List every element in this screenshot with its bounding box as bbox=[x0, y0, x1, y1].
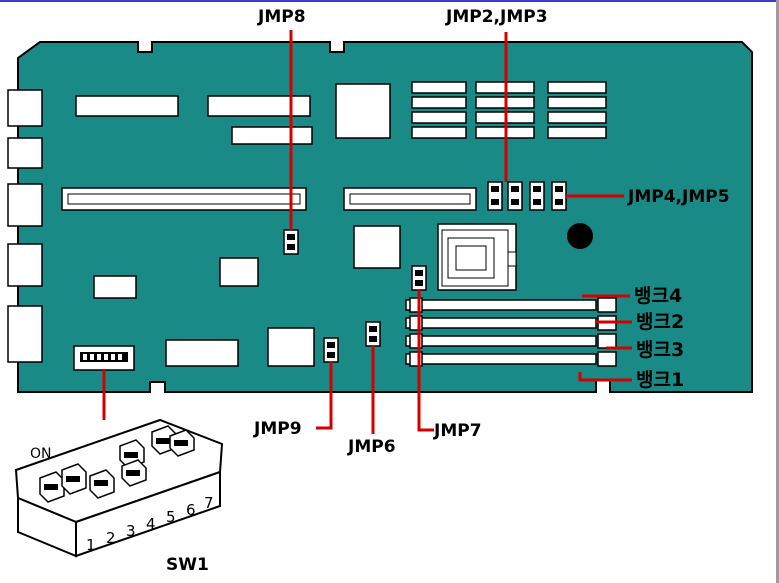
jumper-jmp9 bbox=[323, 337, 339, 363]
memory-bank-2 bbox=[405, 317, 597, 329]
switch-number-4: 4 bbox=[146, 515, 156, 533]
label-jmp2-jmp3: JMP2,JMP3 bbox=[445, 7, 548, 27]
dip-switch-sw1-detail: 1 2 3 4 5 6 7 bbox=[14, 418, 224, 558]
jumper-jmp8 bbox=[283, 229, 299, 255]
label-jmp8: JMP8 bbox=[257, 7, 306, 27]
jumper-jmp5 bbox=[551, 181, 567, 211]
callout-line-jmp7 bbox=[417, 290, 434, 432]
label-bank4: 뱅크4 bbox=[634, 285, 682, 307]
label-jmp9: JMP9 bbox=[253, 419, 302, 439]
label-bank1: 뱅크1 bbox=[636, 369, 684, 391]
jumper-jmp7 bbox=[411, 265, 427, 291]
switch-number-7: 7 bbox=[204, 494, 214, 512]
window-top-border bbox=[0, 0, 779, 2]
memory-bank-3 bbox=[405, 335, 597, 347]
switch-number-2: 2 bbox=[106, 529, 116, 547]
label-jmp4-jmp5: JMP4,JMP5 bbox=[627, 187, 730, 207]
cmos-battery bbox=[567, 223, 593, 249]
label-jmp6: JMP6 bbox=[347, 437, 396, 457]
jumper-jmp6 bbox=[365, 321, 381, 347]
jumper-jmp4 bbox=[529, 181, 545, 211]
memory-bank-4 bbox=[405, 299, 597, 311]
cpu-socket bbox=[437, 223, 517, 291]
switch-number-5: 5 bbox=[166, 508, 176, 526]
callout-lines bbox=[102, 30, 632, 434]
label-bank2: 뱅크2 bbox=[636, 311, 684, 333]
jumpers bbox=[283, 181, 567, 363]
callout-line-jmp9 bbox=[316, 362, 333, 430]
switch-number-3: 3 bbox=[126, 522, 136, 540]
memory-bank-1 bbox=[405, 353, 597, 365]
dip-switch-board bbox=[73, 345, 135, 371]
label-bank3: 뱅크3 bbox=[636, 339, 684, 361]
switch-number-1: 1 bbox=[86, 536, 96, 554]
label-on: ON bbox=[30, 446, 52, 462]
callout-line-bank1 bbox=[578, 372, 632, 382]
jumper-jmp3 bbox=[507, 181, 523, 211]
window-right-border bbox=[776, 0, 779, 583]
label-sw1: SW1 bbox=[166, 555, 209, 575]
rear-io-connectors bbox=[7, 89, 43, 363]
jumper-jmp2 bbox=[487, 181, 503, 211]
switch-number-6: 6 bbox=[186, 501, 196, 519]
slot-details bbox=[67, 193, 471, 205]
label-jmp7: JMP7 bbox=[433, 421, 482, 441]
